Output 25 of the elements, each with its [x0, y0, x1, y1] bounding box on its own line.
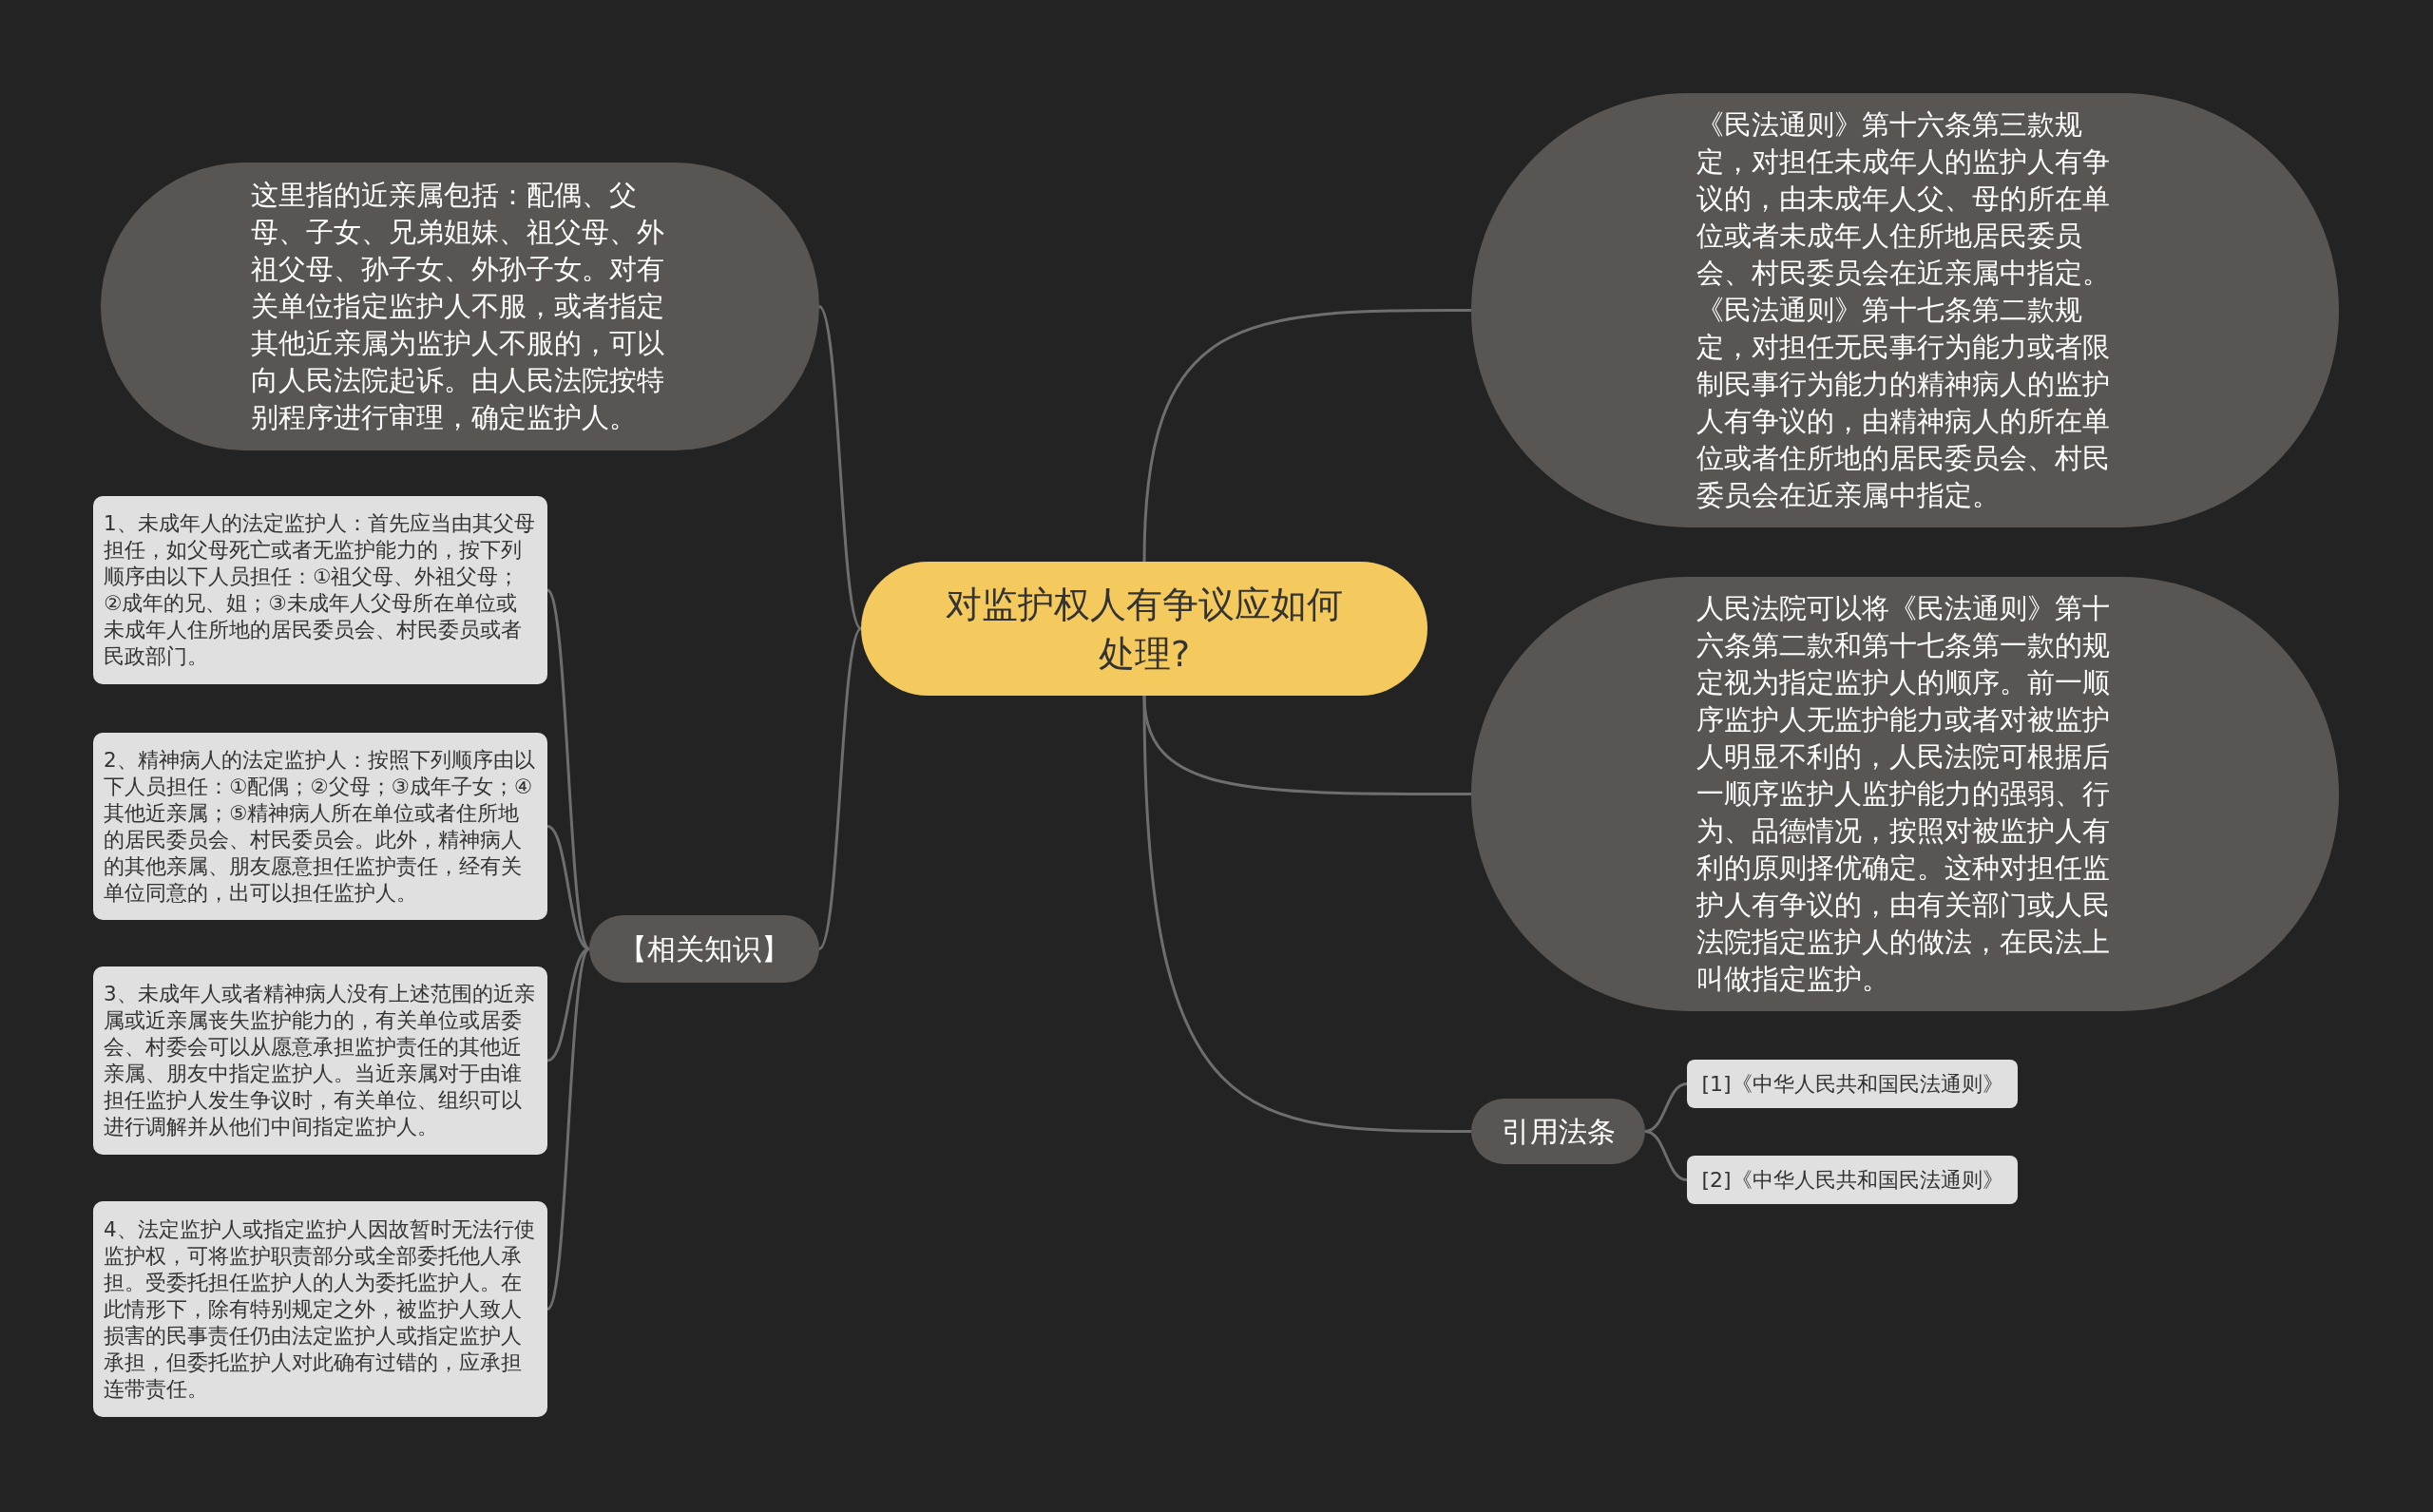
node-text: 引用法条 — [1501, 1113, 1616, 1150]
reference-tag — [1687, 1060, 2018, 1108]
connector-line — [1142, 309, 1471, 563]
node-text: 人民法院可以将《民法通则》第十六条第二款和第十七条第一款的规定视为指定监护人的顺序。前一顺序监护人无监护能力或者对被监护人明显不利的，人民法院可根据后一顺序监护人监护能力的强弱、行为、品德情况，按照对被监护人有利的原则择优确定。这种对担任监护人有争议的，由有关部门或人民法院指定监护人的做法，在民法上叫做指定监护。 — [1695, 591, 2111, 997]
connector-line — [546, 947, 591, 1311]
node-text: 【相关知识】 — [619, 930, 790, 967]
reference-tag — [1687, 1156, 2018, 1204]
node-text: 这里指的近亲属包括：配偶、父母、子女、兄弟姐妹、祖父母、外祖父母、孙子女、外孙子女。对有关单位指定监护人不服，或者指定其他近亲属为监护人不服的，可以向人民法院起诉。由人民法院按特别程序进行审理，确定监护人。 — [251, 178, 665, 435]
connector-line — [817, 305, 863, 630]
note-card — [93, 1201, 547, 1417]
note-card — [93, 496, 547, 684]
node-text: [1]《中华人民共和国民法通则》 — [1701, 1070, 2003, 1098]
note-card — [93, 733, 547, 920]
connector-line — [1644, 1130, 1688, 1181]
connector-line — [817, 627, 863, 950]
node-text: 2、精神病人的法定监护人：按照下列顺序由以下人员担任：①配偶；②父母；③成年子女；④其他近亲属；⑤精神病人所在单位或者住所地的居民委员会、村民委员会。此外，精神病人的其他亲属、朋友愿意担任监护责任，经有关单位同意的，出可以担任监护人。 — [104, 746, 536, 907]
node-text: 3、未成年人或者精神病人没有上述范围的近亲属或近亲属丧失监护能力的，有关单位或居委会、村委会可以从愿意承担监护责任的其他近亲属、朋友中指定监护人。当近亲属对于由谁担任监护人发生争议时，有关单位、组织可以进行调解并从他们中间指定监护人。 — [104, 981, 536, 1140]
node-text: [2]《中华人民共和国民法通则》 — [1701, 1166, 2003, 1194]
node-text: 对监护权人有争议应如何处理? — [945, 582, 1344, 677]
note-card — [93, 967, 547, 1155]
node-text: 1、未成年人的法定监护人：首先应当由其父母担任，如父母死亡或者无监护能力的，按下列顺序由以下人员担任：①祖父母、外祖父母；②成年的兄、姐；③未成年人父母所在单位或未成年人住所地的居民委员会、村民委员或者民政部门。 — [104, 510, 536, 670]
node-text: 4、法定监护人或指定监护人因故暂时无法行使监护权，可将监护职责部分或全部委托他人承担。受委托担任监护人的人为委托监护人。在此情形下，除有特别规定之外，被监护人致人损害的民事责任仍由法定监护人或指定监护人承担，但委托监护人对此确有过错的，应承担连带责任。 — [104, 1215, 536, 1403]
node-text: 《民法通则》第十六条第三款规定，对担任未成年人的监护人有争议的，由未成年人父、母的所在单位或者未成年人住所地居民委员会、村民委员会在近亲属中指定。《民法通则》第十七条第二款规定，对担任无民事行为能力或者限制民事行为能力的精神病人的监护人有争议的，由精神病人的所在单位或者住所地的居民委员会、村民委员会在近亲属中指定。 — [1695, 107, 2111, 513]
connector-line — [1142, 695, 1471, 1133]
connector-line — [546, 589, 591, 950]
